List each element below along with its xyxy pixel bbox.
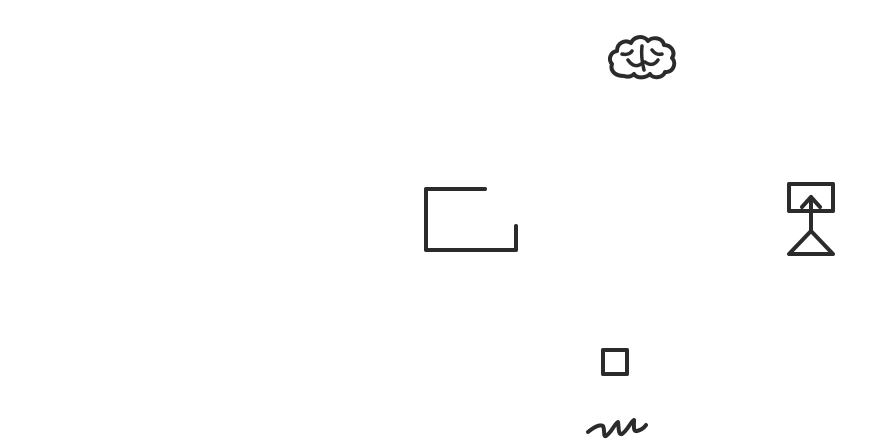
open-rectangle-icon (422, 186, 520, 254)
scribble-icon (584, 410, 650, 442)
small-square-icon (598, 346, 632, 378)
easel-arrow-icon (785, 181, 837, 261)
cloud-icon (606, 32, 678, 80)
